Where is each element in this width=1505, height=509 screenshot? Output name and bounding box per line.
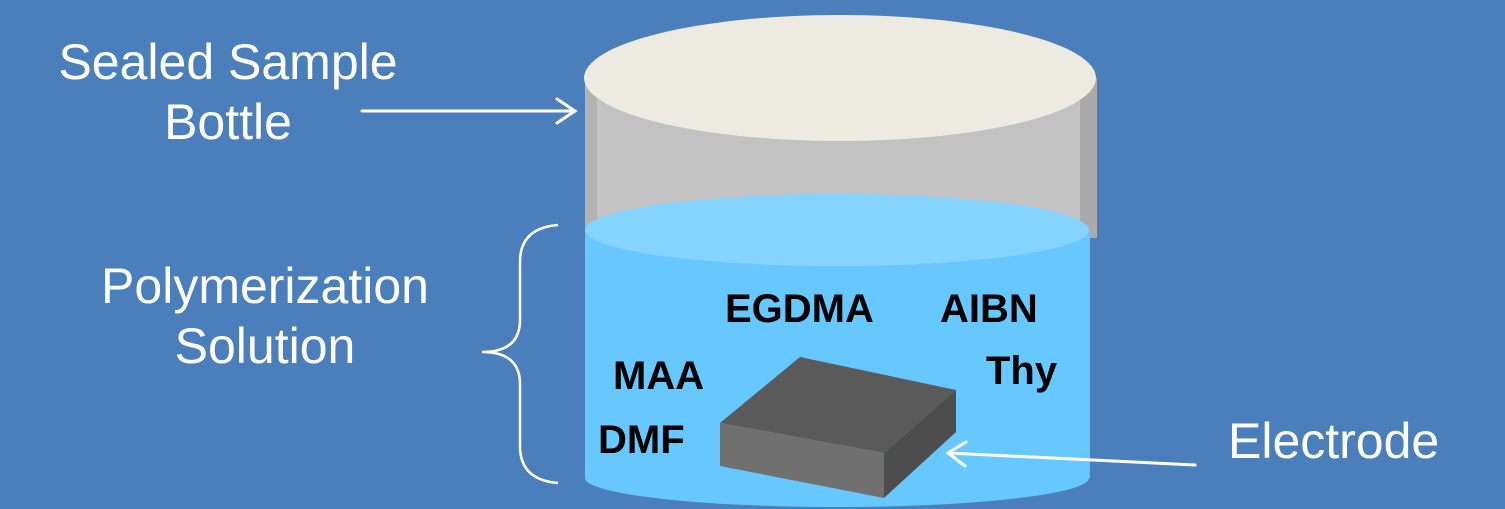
bottle-arrow [360, 97, 578, 125]
electrode-label: Electrode [1228, 413, 1440, 469]
bottle-wall-shade-left [585, 78, 597, 238]
bottle-label-line1: Sealed Sample [58, 34, 398, 90]
solution-label-line2: Solution [174, 318, 356, 374]
solution-label-line1: Polymerization [101, 258, 429, 314]
electrode-front-face [720, 423, 884, 498]
chem-maa: MAA [613, 354, 705, 398]
solution-surface [585, 194, 1089, 266]
electrode-side-face [884, 390, 956, 498]
chem-thy: Thy [986, 349, 1058, 393]
bottle-label-line2: Bottle [164, 94, 292, 150]
bottle-wall-shade-right [1080, 78, 1097, 238]
electrode-arrow [945, 440, 1197, 468]
chem-dmf: DMF [598, 418, 685, 462]
solution-label: Polymerization Solution [40, 256, 490, 376]
bottle-lid [584, 15, 1096, 141]
solution-brace [481, 223, 559, 485]
electrode-top-face [720, 357, 956, 453]
chem-aibn: AIBN [940, 287, 1038, 331]
chem-egdma: EGDMA [725, 287, 874, 331]
bottle-label: Sealed Sample Bottle [8, 32, 448, 152]
